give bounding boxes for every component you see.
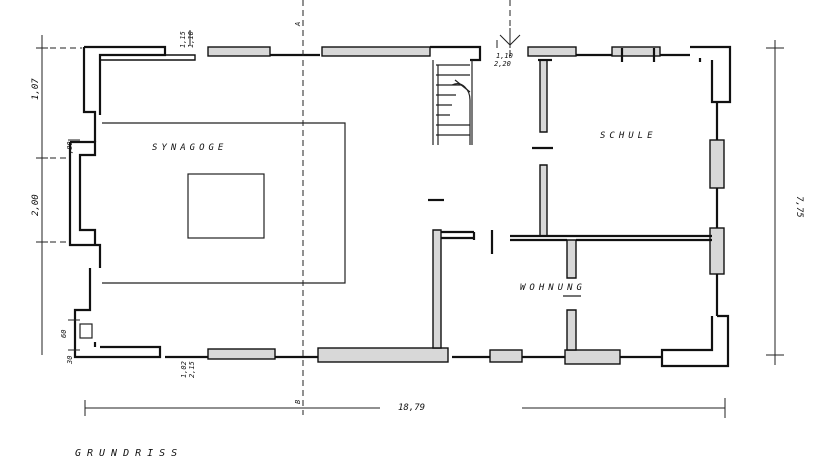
dim-left-small-a: 60 [60,330,68,338]
partition-school-top [539,59,548,133]
window-right-1 [709,139,725,189]
window-bottom-5 [564,349,621,365]
staircase [432,60,473,145]
window-right-2 [709,227,725,275]
section-label-b: B [294,400,302,404]
wall-bottom-3 [317,347,449,363]
dim-total-depth: 7,75 [794,196,804,218]
partition-wohnung-bottom [566,309,577,351]
dim-left-upper: 1,07 [31,78,41,100]
dim-total-length: 18,79 [398,403,425,413]
dim-bottom-a: 1,02 [180,361,188,378]
window-top-3 [527,46,577,57]
section-arrow-b [499,28,521,48]
partition-wohnung-top [566,239,577,279]
chimney [79,323,93,339]
synagogue-platform [102,122,346,284]
bimah [187,173,265,239]
dimension-lines [36,30,784,418]
partition-school-mid [539,164,548,237]
window-top-1 [207,46,271,57]
window-bottom-4 [489,349,523,363]
room-label-schule: SCHULE [600,131,657,141]
dim-left-middle: 2,00 [31,194,41,216]
plan-title: GRUNDRISS [75,448,183,459]
dim-top-b2: 2,20 [494,60,511,68]
outer-walls [68,45,732,368]
wall-top-2 [321,46,431,57]
room-label-wohnung: WOHNUNG [520,283,586,293]
window-bottom-2 [207,348,276,360]
room-label-synagoge: SYNAGOGE [152,143,227,153]
section-label-a: A [294,22,302,27]
dim-bottom-a2: 2,15 [188,361,196,378]
dim-left-small-top: ,80 [66,141,74,154]
dim-top-a2: 1,10 [187,31,195,48]
partition-center-left [432,229,442,349]
inner-elements [102,48,712,351]
dim-top-a: 1,15 [179,31,187,48]
window-top-4 [611,46,661,57]
dim-top-b: 1,10 [496,52,513,60]
dim-left-small-b: 30 [66,356,74,365]
